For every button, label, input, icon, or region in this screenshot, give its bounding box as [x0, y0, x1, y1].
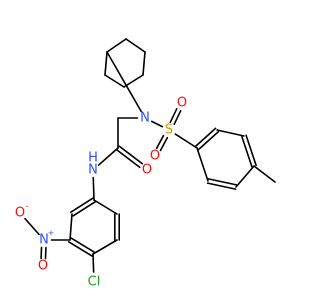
bond-c6-n1	[106, 51, 143, 113]
bond-c8-n2	[97, 147, 119, 166]
bond-c6-c1	[106, 38, 127, 53]
bond-a3-a4-b	[245, 134, 257, 167]
bond-b6-b1	[93, 199, 118, 215]
atom-label-s1: S	[165, 123, 173, 138]
atom-label-n3: N	[39, 233, 49, 248]
bond-b2-b3	[69, 213, 73, 241]
atom-hydrogen-n2: H	[88, 151, 98, 166]
atom-n2: NH	[88, 151, 98, 178]
bond-b4-cl	[92, 253, 95, 273]
bond-c2-c3	[142, 51, 146, 76]
atom-charge-o4: -	[26, 202, 29, 211]
atom-o3: O	[150, 149, 160, 164]
atom-label-o1: O	[142, 163, 152, 178]
atom-label-o2: O	[177, 96, 187, 111]
atom-cl: Cl	[88, 275, 101, 290]
bond-c3-c4	[123, 74, 144, 88]
bond-b4-b5	[92, 239, 118, 255]
bond-b3-b4-a	[68, 241, 93, 257]
atom-label-cl: Cl	[88, 275, 101, 290]
atom-n1: N	[140, 111, 150, 126]
bond-c4-c5	[104, 74, 125, 88]
atom-o2: O	[177, 96, 187, 111]
atom-label-o5: O	[38, 259, 48, 274]
atom-label-o3: O	[150, 149, 160, 164]
bond-s1-o2-b	[169, 108, 178, 124]
bond-a5-a6-a	[207, 178, 238, 186]
atom-label-n2: N	[88, 163, 98, 178]
bond-a4-me	[253, 165, 276, 183]
bond-c1-c2	[125, 38, 146, 53]
bond-c8-o1-a	[115, 148, 141, 169]
bond-a4-a5	[235, 165, 255, 188]
atom-o4: O-	[15, 202, 29, 221]
atom-label-o4: O	[15, 206, 25, 221]
bond-s1-o3-b	[159, 136, 169, 152]
bond-a1-a2-b	[194, 127, 217, 148]
atom-n3: N+	[39, 229, 54, 248]
bond-s1-o3-a	[155, 134, 165, 150]
atom-charge-n3: +	[48, 229, 55, 238]
atom-o1: O	[142, 163, 152, 178]
bond-c8-o1-b	[118, 145, 144, 165]
bond-a3-a4-a	[241, 135, 253, 168]
bond-n2-b1	[92, 176, 95, 201]
atom-s1: S	[165, 123, 173, 138]
bond-n1-s1	[150, 120, 164, 128]
bond-n3-o4	[24, 217, 40, 236]
bond-s1-a1	[174, 133, 198, 149]
bond-b1-b2-a	[70, 197, 94, 213]
bonds-layer	[24, 38, 276, 273]
bond-a5-a6-b	[206, 182, 237, 190]
atom-o5: O	[38, 259, 48, 274]
bond-a2-a3	[216, 129, 245, 137]
bond-c5-c6	[104, 51, 108, 76]
atom-label-n1: N	[140, 111, 150, 126]
bond-a6-a1	[196, 147, 209, 182]
bond-s1-o2-a	[173, 109, 182, 125]
bond-a1-a2-a	[197, 130, 220, 151]
bond-b3-b4-b	[70, 237, 95, 253]
bond-b1-b2-b	[72, 201, 96, 217]
